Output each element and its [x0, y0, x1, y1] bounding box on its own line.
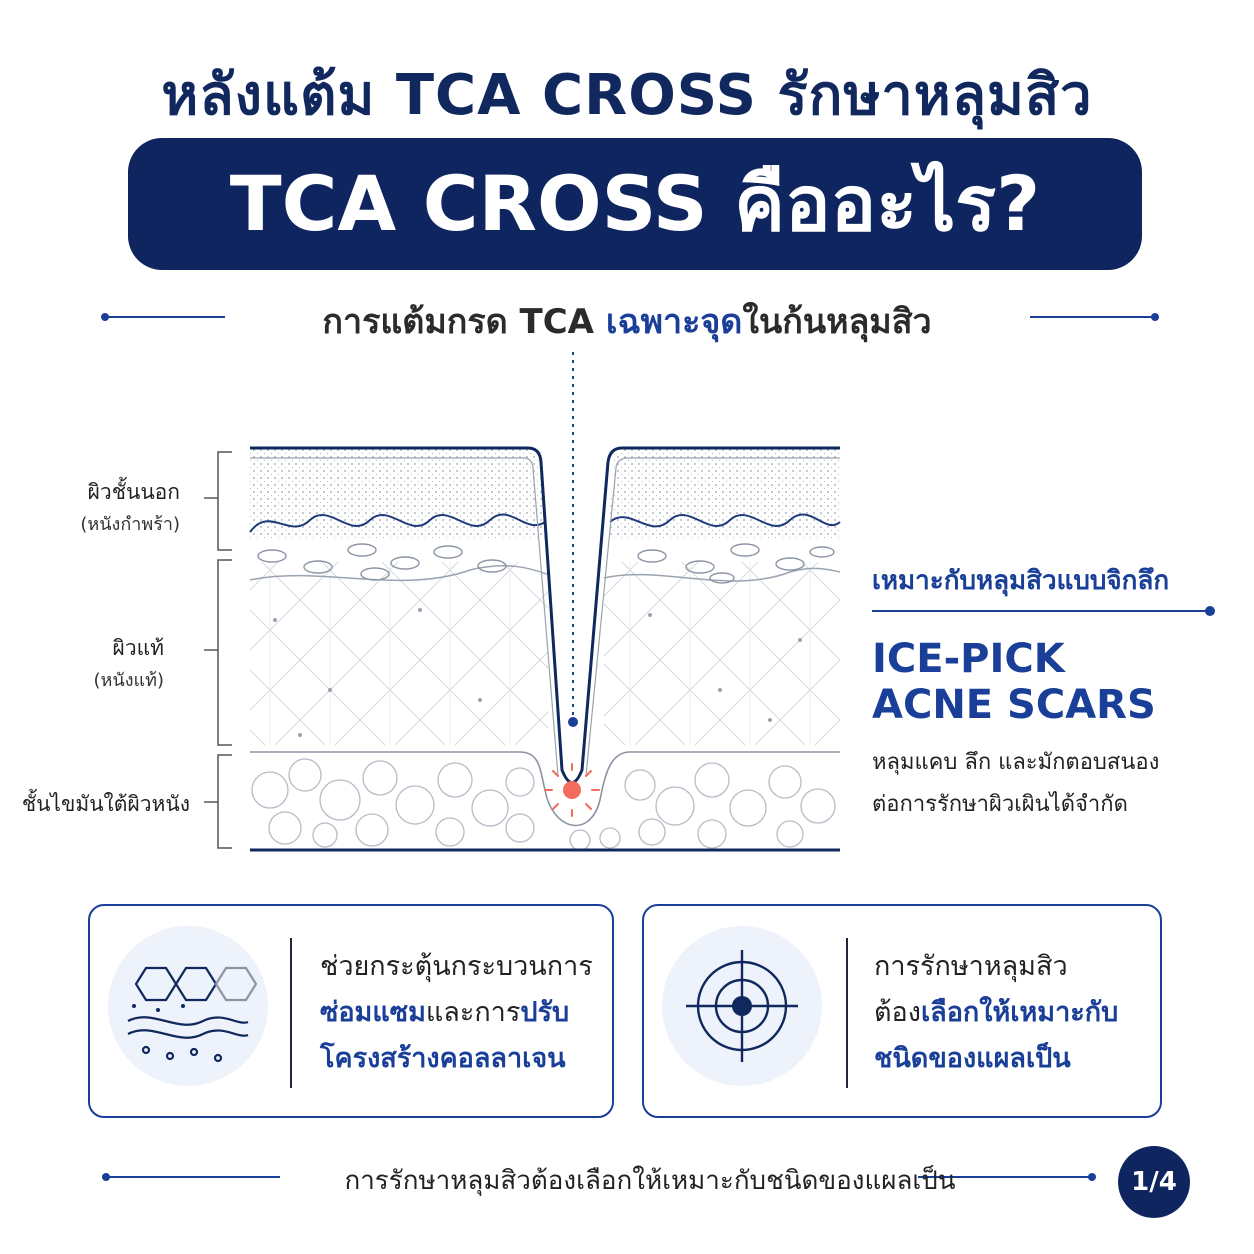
skin-cross-section-diagram	[204, 352, 841, 852]
subtitle: การแต้มกรด TCA เฉพาะจุดในก้นหลุมสิว	[230, 294, 1024, 348]
page-indicator: 1/4	[1118, 1146, 1190, 1218]
title-pill	[128, 138, 1142, 270]
scar-desc-line1: หลุมแคบ ลึก และมักตอบสนอง	[872, 750, 1160, 775]
card-right-line1: การรักษาหลุมสิว	[874, 951, 1068, 982]
card-divider	[290, 938, 292, 1088]
scar-description: หลุมแคบ ลึก และมักตอบสนอง ต่อการรักษาผิว…	[872, 742, 1232, 826]
scar-title-line2: ACNE SCARS	[872, 682, 1156, 728]
scar-heading-underline	[872, 606, 1215, 616]
pill-title: TCA CROSS คืออะไร?	[229, 159, 1041, 248]
dermis-sublabel: (หนังแท้)	[93, 670, 164, 691]
skin-right-block	[603, 448, 841, 745]
card-left-mid: และการ	[425, 997, 521, 1028]
card-left-line3: โครงสร้างคอลลาเจน	[320, 1043, 566, 1074]
card-right-start: ต้อง	[874, 997, 921, 1028]
card-left-highlight1: ซ่อมแซม	[320, 997, 426, 1028]
footer-caption: การรักษาหลุมสิวต้องเลือกให้เหมาะกับชนิดข…	[344, 1166, 956, 1196]
card-divider	[846, 938, 848, 1088]
collagen-structure-icon	[127, 966, 258, 1063]
label-epidermis: ผิวชั้นนอก (หนังกำพร้า)	[20, 476, 180, 538]
scar-type-title: ICE-PICK ACNE SCARS	[872, 636, 1232, 728]
subtitle-part1: การแต้มกรด TCA	[322, 302, 606, 342]
card-left-line2: ซ่อมแซมและการปรับ	[320, 990, 593, 1036]
headline: หลังแต้ม TCA CROSS รักษาหลุมสิว	[161, 63, 1093, 128]
subtitle-part2: ในก้นหลุมสิว	[742, 302, 932, 342]
scar-desc-line2: ต่อการรักษาผิวเผินได้จำกัด	[872, 792, 1128, 817]
epidermis-label: ผิวชั้นนอก	[87, 480, 180, 504]
card-right-highlight: เลือกให้เหมาะกับ	[920, 997, 1119, 1028]
fat-layer	[250, 751, 840, 851]
label-subcutaneous: ชั้นไขมันใต้ผิวหนัง	[0, 788, 190, 821]
card-left-line1: ช่วยกระตุ้นกระบวนการ	[320, 951, 593, 982]
subcutaneous-label: ชั้นไขมันใต้ผิวหนัง	[21, 792, 190, 816]
target-icon	[686, 950, 798, 1062]
card-right-text: การรักษาหลุมสิว ต้องเลือกให้เหมาะกับ ชนิ…	[874, 944, 1118, 1082]
layer-brackets	[204, 451, 232, 849]
footer-divider	[102, 1173, 1096, 1181]
scar-type-heading: เหมาะกับหลุมสิวแบบจิกลึก	[872, 566, 1170, 596]
subtitle-divider	[101, 313, 1159, 321]
scar-title-line1: ICE-PICK	[872, 636, 1065, 682]
card-right-line2: ต้องเลือกให้เหมาะกับ	[874, 990, 1118, 1036]
label-dermis: ผิวแท้ (หนังแท้)	[20, 632, 164, 694]
epidermis-sublabel: (หนังกำพร้า)	[80, 514, 180, 535]
dermis-label: ผิวแท้	[112, 636, 164, 660]
card-right-line3: ชนิดของแผลเป็น	[874, 1043, 1071, 1074]
treatment-point-icon	[544, 763, 600, 817]
subtitle-highlight: เฉพาะจุด	[605, 302, 743, 342]
card-left-text: ช่วยกระตุ้นกระบวนการ ซ่อมแซมและการปรับ โ…	[320, 944, 593, 1082]
card-left-highlight2: ปรับ	[520, 997, 570, 1028]
skin-left-block	[249, 448, 551, 745]
